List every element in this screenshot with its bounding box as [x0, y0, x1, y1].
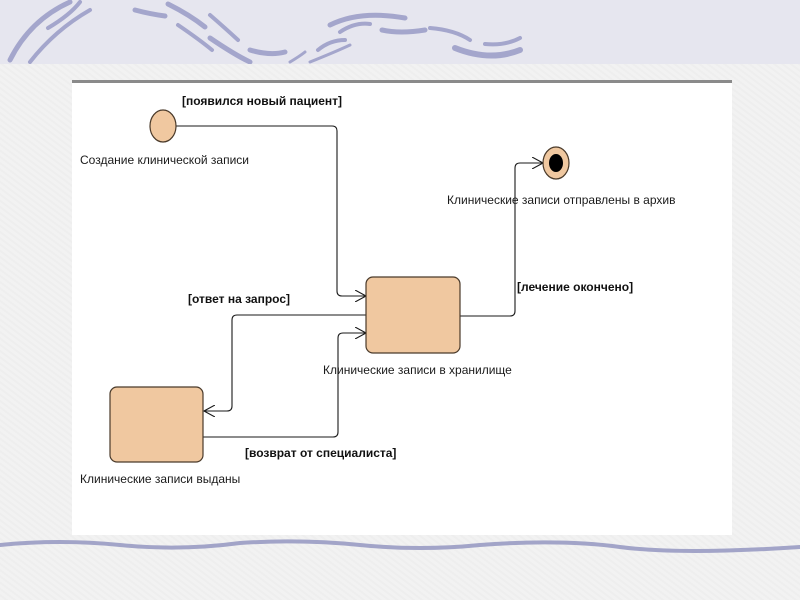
- decor-stroke: [165, 1, 208, 30]
- transition-line-request-response[interactable]: [204, 314, 366, 411]
- initial-state-label: Создание клинической записи: [80, 153, 249, 167]
- decor-stroke: [483, 36, 522, 47]
- decor-stroke: [308, 43, 352, 64]
- decor-stroke: [208, 13, 240, 42]
- final-state-inner-dot: [549, 154, 563, 172]
- decor-stroke: [176, 23, 214, 52]
- decor-stroke: [247, 47, 288, 57]
- transition-line-new-patient[interactable]: [176, 125, 366, 296]
- state-storage[interactable]: [365, 276, 461, 354]
- final-state-label: Клинические записи отправлены в архив: [447, 193, 675, 207]
- decor-stroke: [288, 50, 307, 64]
- decor-stroke: [428, 26, 472, 42]
- state-storage-label: Клинические записи в хранилище: [323, 363, 512, 377]
- transition-line-treatment-finished[interactable]: [460, 163, 543, 317]
- state-issued[interactable]: [109, 386, 204, 463]
- guard-new-patient: [появился новый пациент]: [182, 94, 342, 108]
- decor-stroke: [46, 0, 82, 30]
- decor-stroke: [7, 0, 73, 63]
- guard-treatment-finished: [лечение окончено]: [517, 280, 633, 294]
- guard-request-response: [ответ на запрос]: [188, 292, 290, 306]
- decor-stroke: [379, 27, 428, 35]
- decorative-header-band: [0, 0, 800, 64]
- transition-line-specialist-return[interactable]: [203, 333, 366, 438]
- state-issued-label: Клинические записи выданы: [80, 472, 240, 486]
- initial-state-node[interactable]: [149, 109, 177, 143]
- decorative-bottom-stroke: [0, 539, 800, 553]
- decor-stroke: [316, 38, 347, 52]
- decor-stroke: [207, 35, 253, 64]
- decor-stroke: [338, 21, 372, 34]
- decor-stroke: [132, 7, 168, 19]
- decor-stroke: [452, 45, 523, 59]
- guard-specialist-return: [возврат от специалиста]: [245, 446, 396, 460]
- decor-stroke: [327, 12, 408, 28]
- decor-stroke: [28, 8, 92, 64]
